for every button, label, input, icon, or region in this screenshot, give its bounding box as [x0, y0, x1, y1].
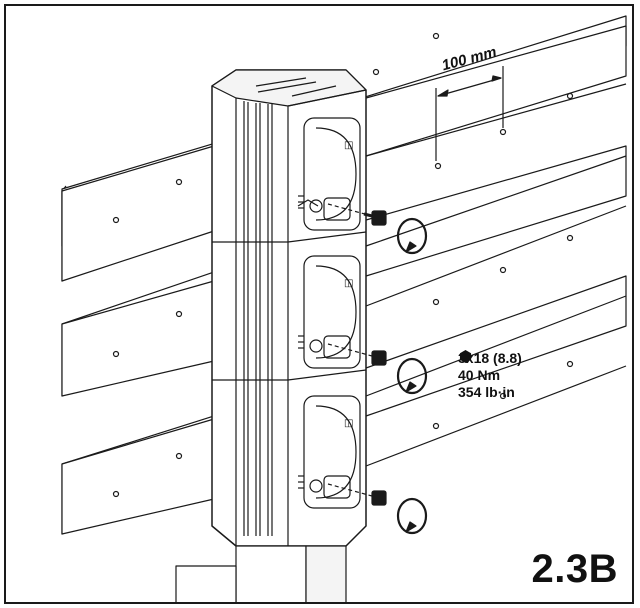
svg-text:◫: ◫	[344, 140, 353, 151]
rotation-arrow-icon	[396, 357, 428, 395]
torque-spec: 3x 18 (8.8) 40 Nm 354 lb·in	[458, 350, 522, 401]
fuse-module-1: ◫	[297, 117, 361, 231]
bolt-2	[327, 343, 387, 366]
rotation-arrow-icon	[396, 217, 428, 255]
hex-head-icon	[459, 350, 472, 363]
rotation-arrow-icon	[396, 497, 428, 535]
svg-text:◫: ◫	[344, 418, 353, 429]
assembly-illustration: ◫ ◫ ◫	[61, 15, 627, 602]
figure-frame: ◫ ◫ ◫ 100	[4, 4, 634, 604]
bolt-3	[327, 483, 387, 506]
fuse-module-3: ◫	[298, 395, 361, 509]
fuse-module-2: ◫	[298, 255, 361, 369]
bolt-1	[327, 203, 387, 226]
figure-id: 2.3B	[531, 547, 618, 591]
svg-text:◫: ◫	[344, 278, 353, 289]
bolt-size: 18 (8.8)	[473, 350, 522, 366]
dimension-marker	[435, 66, 504, 161]
torque-lbin: 354 lb·in	[458, 384, 515, 400]
torque-nm: 40 Nm	[458, 367, 501, 383]
